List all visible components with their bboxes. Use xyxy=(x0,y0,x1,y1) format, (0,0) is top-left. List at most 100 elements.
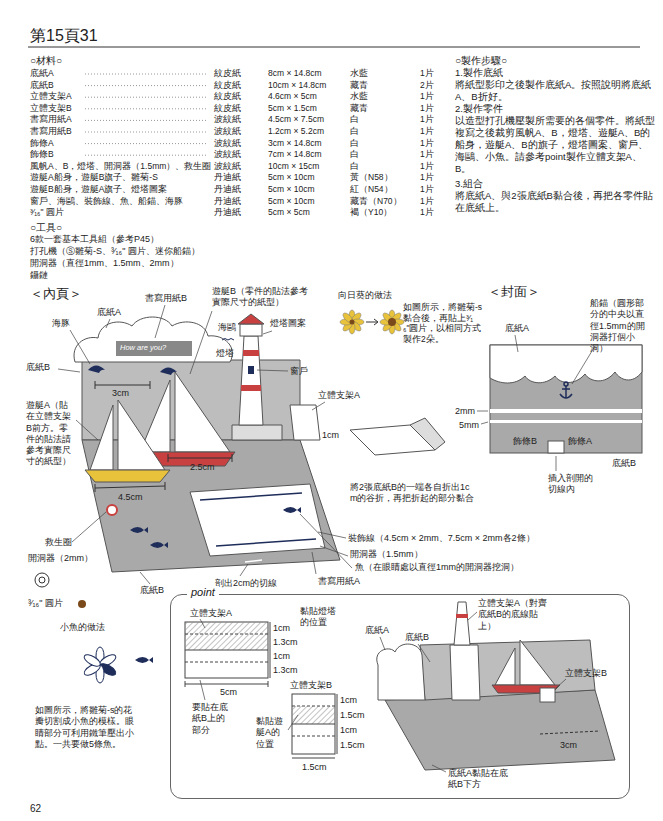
writing-paper xyxy=(190,484,325,556)
cloud-card xyxy=(74,317,232,362)
annotation: 底紙B xyxy=(405,632,429,643)
stand-a xyxy=(290,405,320,440)
lighthouse xyxy=(238,314,264,324)
hole-punch-icon xyxy=(35,573,49,587)
fish xyxy=(130,507,301,548)
table-cell: 7cm × 14.8cm xyxy=(268,149,322,160)
table-cell: 10cm × 15cm xyxy=(268,161,319,172)
hole-punch-icon xyxy=(39,577,45,583)
annotation: 鑷鏈 xyxy=(30,270,48,281)
dolphin xyxy=(160,368,177,376)
annotation: 海豚 xyxy=(52,318,70,329)
anchor xyxy=(564,382,568,386)
leader-line xyxy=(140,572,150,584)
table-cell: 褐（Y10） xyxy=(350,207,392,218)
annotation: 打孔機（Ⓢ雛菊-S、³⁄₁₆" 圓片、迷你船錨） xyxy=(30,246,200,257)
table-cell: 4.5cm × 7.5cm xyxy=(268,114,324,125)
leader-line xyxy=(72,512,106,542)
leader-line xyxy=(418,644,430,662)
annotation: ³⁄₁₆" 圓片 xyxy=(28,598,63,609)
cover-card xyxy=(490,409,642,413)
leader-line xyxy=(320,546,348,556)
lighthouse xyxy=(239,336,263,425)
leader-line xyxy=(76,420,98,440)
table-cell: 3cm × 14.8cm xyxy=(268,138,322,149)
cover-card xyxy=(490,345,642,453)
leader-line xyxy=(257,370,288,371)
yacht-b xyxy=(175,372,230,452)
dot-leader xyxy=(85,74,208,75)
table-cell: 書寫用紙A xyxy=(30,114,72,125)
table-cell: 1片 xyxy=(420,91,434,102)
annotation: 燈塔 xyxy=(216,348,234,359)
cloud-card xyxy=(74,317,232,362)
annotation: 3.組合 xyxy=(455,178,483,190)
dimension-line xyxy=(232,454,233,462)
table-cell: 紅（N54） xyxy=(350,184,393,195)
table-cell: 水藍 xyxy=(350,68,368,79)
anchor xyxy=(560,394,572,398)
table-cell: 藏青 xyxy=(350,80,368,91)
assembly-sketch xyxy=(454,602,470,645)
cover-card xyxy=(490,345,642,453)
stand-a-pattern xyxy=(185,681,186,687)
lighthouse xyxy=(241,385,261,391)
leader-line xyxy=(481,422,488,424)
leader-line xyxy=(300,514,352,568)
message-tag xyxy=(116,341,192,356)
table-cell: 遊艇A船身，遊艇B旗子、雛菊-S xyxy=(30,172,158,183)
sunflower xyxy=(380,310,404,334)
annotation: 4.5cm xyxy=(118,492,143,503)
stand-a-pattern xyxy=(185,622,268,650)
stand-a-pattern xyxy=(185,650,268,651)
dimension-line xyxy=(95,385,150,386)
table-cell: 5cm × 5cm xyxy=(268,207,310,218)
dimension-line xyxy=(95,486,165,488)
annotation: 1cm xyxy=(273,623,290,634)
annotation: 海鷗 xyxy=(218,322,236,333)
dot-leader xyxy=(85,155,208,156)
annotation: 底紙B xyxy=(612,458,636,469)
leader-line xyxy=(58,305,352,584)
seagull xyxy=(222,339,234,341)
dot-leader xyxy=(85,132,208,133)
dot-leader xyxy=(85,120,208,121)
table-cell: 丹迪紙 xyxy=(214,172,241,183)
fish xyxy=(150,542,168,548)
table-cell: 紋皮紙 xyxy=(214,80,241,91)
annotation: 1cm xyxy=(273,651,290,662)
annotation: 飾條A xyxy=(568,436,592,447)
cover-card xyxy=(490,420,642,423)
table-cell: 波紋紙 xyxy=(214,161,241,172)
slit xyxy=(245,560,262,562)
dot-leader xyxy=(85,85,208,86)
cover-card xyxy=(548,441,564,453)
fish xyxy=(135,657,153,663)
annotation: 1.製作底紙 xyxy=(455,67,503,79)
annotation: 黏貼燈塔的位置 xyxy=(300,606,340,629)
annotation: 1cm xyxy=(340,725,357,736)
fish xyxy=(135,657,153,663)
stand-b-pattern xyxy=(292,758,335,759)
stand-b-pattern xyxy=(292,706,335,707)
dot-leader xyxy=(85,74,208,155)
leader-line xyxy=(155,305,165,338)
table-cell: 1片 xyxy=(420,126,434,137)
stand-a xyxy=(290,405,320,440)
leader-line xyxy=(432,765,446,772)
table-cell: 立體支架A xyxy=(30,91,72,102)
table-cell: 1片 xyxy=(420,114,434,125)
fish xyxy=(283,507,301,513)
annotation: 6款一套基本工具組（參考P45） xyxy=(30,234,159,245)
assembly-sketch xyxy=(377,644,425,700)
anchor xyxy=(565,386,567,398)
table-cell: 底紙A xyxy=(30,68,54,79)
life-ring xyxy=(107,505,117,515)
leader-line xyxy=(556,456,557,471)
annotation: 1.3cm xyxy=(273,665,298,676)
panel-tab: point xyxy=(187,586,219,598)
dimension-line xyxy=(150,381,151,389)
annotation: 立體支架B xyxy=(565,668,607,679)
table-cell: 立體支架B xyxy=(30,103,72,114)
table-cell: 飾條A xyxy=(30,138,54,149)
